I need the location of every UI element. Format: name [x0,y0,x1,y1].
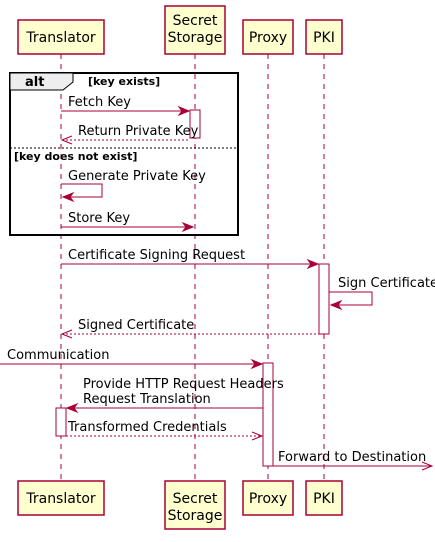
activation-proxy [262,362,274,467]
participant-secret-storage-label-line1: Secret [173,491,218,507]
arrowhead [65,402,79,414]
message-certificate-signing-request: Certificate Signing Request [61,248,320,270]
message-generate-private-key-label: Generate Private Key [68,169,206,184]
arrowhead [251,431,264,441]
arrowhead [60,329,73,339]
message-provide-http-request-headers: Provide HTTP Request Headers Request Tra… [65,377,284,414]
message-transformed-credentials-label: Transformed Credentials [67,420,227,435]
message-sign-certificate-label: Sign Certificate [338,276,435,291]
alt-keyword: alt [25,75,44,90]
message-store-key: Store Key [61,211,195,233]
message-signed-certificate: Signed Certificate [60,318,319,339]
message-transformed-credentials: Transformed Credentials [66,420,264,441]
message-fetch-key-label: Fetch Key [68,95,131,110]
participant-translator-label: Translator [25,491,96,507]
participant-proxy-label: Proxy [249,30,287,46]
message-forward-to-destination-label: Forward to Destination [278,450,426,465]
message-fetch-key: Fetch Key [61,95,191,117]
arrowhead [177,105,191,117]
alt-condition-key-does-not-exist: [key does not exist] [14,150,137,163]
participant-proxy-bottom: Proxy [242,480,294,516]
participant-proxy-label: Proxy [249,491,287,507]
activation-secret-storage [189,109,201,139]
participant-pki-bottom: PKI [305,480,343,516]
participant-pki-label: PKI [313,30,335,46]
message-provide-headers-line1: Provide HTTP Request Headers [83,377,284,392]
alt-condition-key-exists: [key exists] [88,75,160,88]
message-forward-to-destination: Forward to Destination [273,450,434,471]
message-return-private-key-label: Return Private Key [78,124,199,139]
activation-pki [318,263,330,335]
participant-pki-top: PKI [305,19,343,55]
participant-secret-storage-top: Secret Storage [164,5,226,55]
arrowhead [60,135,73,145]
activation-translator [55,407,67,437]
participant-secret-storage-label-line1: Secret [173,13,218,29]
participant-translator-label: Translator [25,30,96,46]
arrowhead [421,461,434,471]
participant-translator-top: Translator [17,19,105,55]
arrowhead [61,191,75,203]
arrowhead [306,258,320,270]
arrowhead [329,299,343,311]
alt-frame: alt [key exists] [key does not exist] [9,72,239,236]
participant-secret-storage-bottom: Secret Storage [164,480,226,530]
message-provide-headers-line2: Request Translation [83,392,211,407]
participant-secret-storage-label-line2: Storage [168,508,223,524]
message-store-key-label: Store Key [68,211,130,226]
message-sign-certificate: Sign Certificate [329,276,435,311]
message-certificate-signing-request-label: Certificate Signing Request [68,248,245,263]
message-communication: Communication [0,348,264,370]
participant-translator-bottom: Translator [17,480,105,516]
participant-pki-label: PKI [313,491,335,507]
arrowhead [250,358,264,370]
participant-secret-storage-label-line2: Storage [168,30,223,46]
alt-frame-tab [9,72,74,91]
message-signed-certificate-label: Signed Certificate [78,318,194,333]
message-generate-private-key: Generate Private Key [61,169,206,203]
arrowhead [181,221,195,233]
message-return-private-key: Return Private Key [60,124,199,145]
participant-proxy-top: Proxy [242,19,294,55]
message-communication-label: Communication [7,348,109,363]
